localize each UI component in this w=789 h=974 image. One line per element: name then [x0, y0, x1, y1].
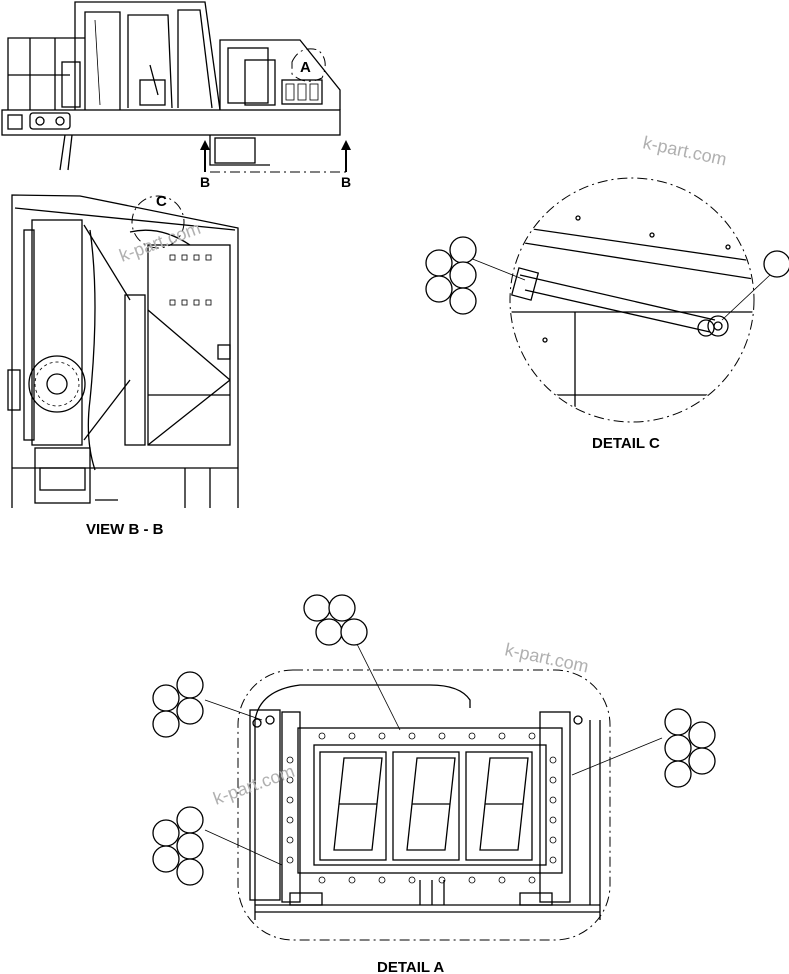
callout-c-label: C [156, 193, 167, 210]
section-marker-left: B [200, 174, 210, 190]
watermark-4: k-part.com [211, 761, 298, 809]
section-marker-right: B [341, 174, 351, 190]
watermark-2: k-part.com [117, 218, 204, 266]
detail-c: DETAIL C [425, 177, 789, 452]
view-b-b: C VIEW B - B [7, 193, 239, 538]
detail-a-title: DETAIL A [377, 959, 444, 974]
watermark-3: k-part.com [503, 639, 590, 676]
callout-a-label: A [300, 59, 311, 76]
watermark-1: k-part.com [641, 132, 728, 169]
top-side-view: A B B [1, 1, 351, 190]
view-b-title: VIEW B - B [86, 521, 164, 538]
detail-a: DETAIL A [152, 594, 716, 974]
detail-c-title: DETAIL C [592, 435, 660, 452]
